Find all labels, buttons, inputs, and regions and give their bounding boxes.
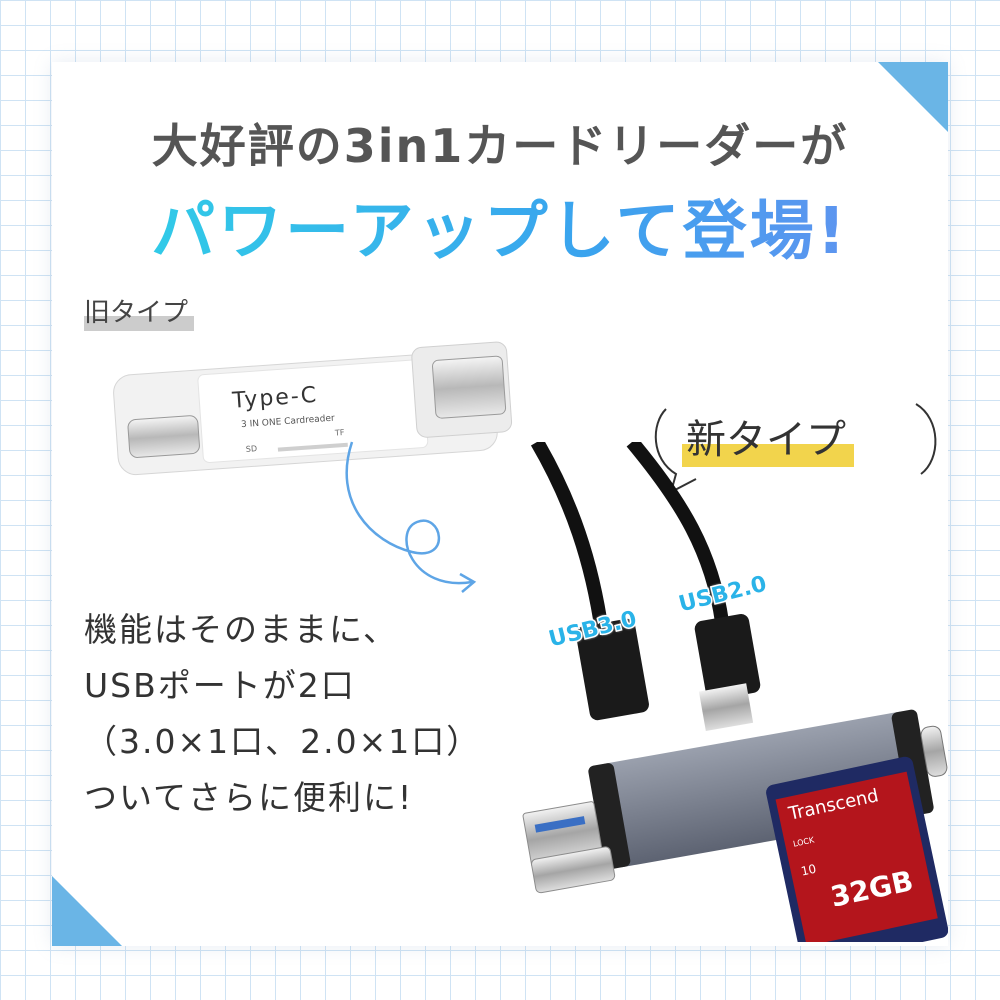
sd-card-lock: LOCK — [792, 835, 815, 848]
feature-line-2: USBポートが2口 — [84, 666, 356, 705]
old-type-label: 旧タイプ — [84, 292, 195, 331]
new-card-reader-image: Transcend LOCK 10 32GB — [522, 442, 948, 942]
feature-description: 機能はそのままに、 USBポートが2口 （3.0×1口、2.0×1口） ついてさ… — [84, 602, 524, 826]
feature-line-3: （3.0×1口、2.0×1口） — [84, 722, 482, 761]
old-card-reader-image: Type-C 3 IN ONE Cardreader SD TF — [113, 341, 513, 476]
feature-line-1: 機能はそのままに、 — [84, 610, 399, 649]
promo-card: 大好評の3in1カードリーダーが パワーアップして登場! 旧タイプ Type-C… — [52, 62, 948, 946]
sd-card-class: 10 — [800, 862, 818, 879]
curved-arrow — [345, 441, 477, 593]
feature-line-4: ついてさらに便利に! — [84, 778, 414, 817]
headline-line1: 大好評の3in1カードリーダーが — [151, 119, 849, 173]
corner-decoration-bottom-left — [52, 876, 122, 946]
old-device-slot-sd: SD — [246, 444, 258, 454]
new-type-label: 新タイプ — [682, 407, 854, 467]
old-device-slot-tf: TF — [334, 428, 345, 438]
old-device-brand: Type-C — [231, 383, 319, 414]
speech-bubble — [654, 403, 937, 494]
corner-decoration-top-right — [878, 62, 948, 132]
headline-line2: パワーアップして登場! — [52, 180, 948, 272]
